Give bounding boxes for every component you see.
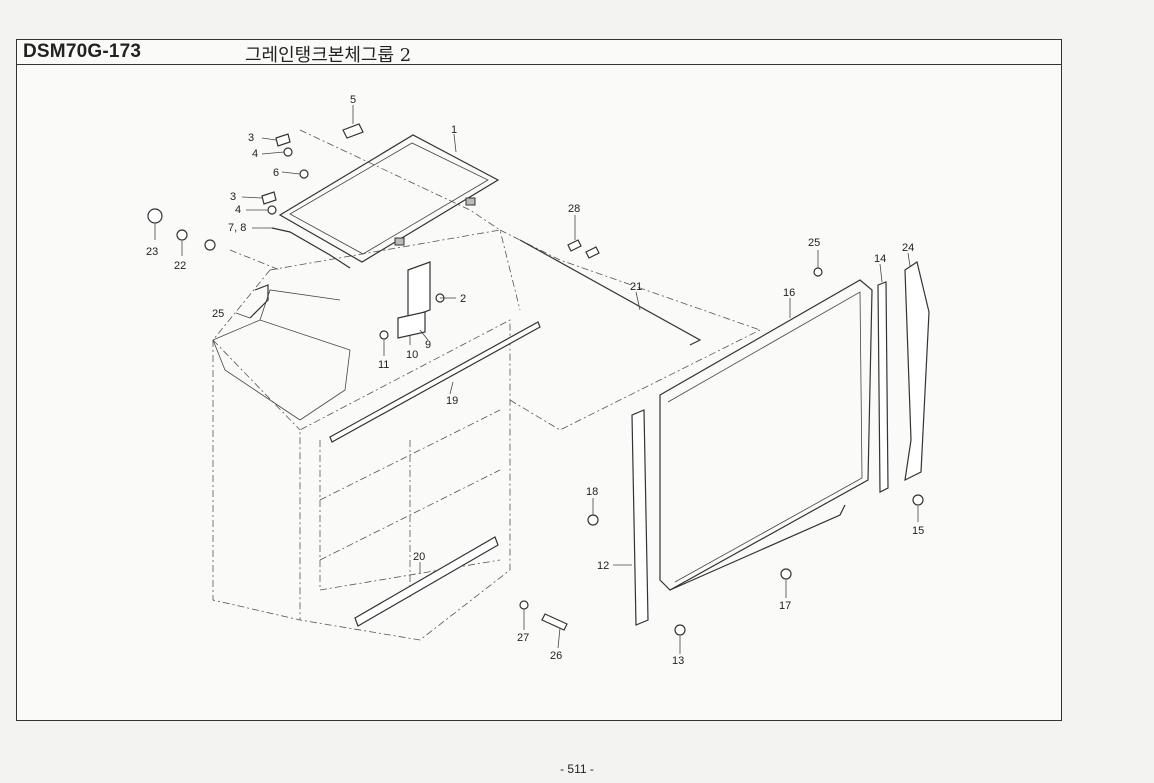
- part-washer-22: [176, 229, 188, 241]
- part-seal-7-8: [271, 227, 351, 269]
- callout-9: 9: [425, 339, 431, 351]
- part-bolt-13: [674, 624, 686, 636]
- part-bolt-18: [587, 514, 599, 526]
- part-washer-22b: [204, 239, 216, 251]
- part-bolt-26: [541, 613, 568, 631]
- part-strip-20: [354, 536, 499, 627]
- part-strip-14: [877, 281, 889, 493]
- part-rod-21: [519, 239, 702, 346]
- part-nut-4a: [283, 147, 293, 157]
- callout-22: 22: [174, 260, 186, 272]
- callout-12: 12: [597, 560, 609, 572]
- page-number: - 511 -: [560, 762, 594, 776]
- part-cover-24: [904, 261, 930, 482]
- callout-24: 24: [902, 242, 914, 254]
- callout-6: 6: [273, 167, 279, 179]
- callout-14: 14: [874, 253, 886, 265]
- part-plate-10: [397, 311, 426, 339]
- part-panel-16: [659, 279, 873, 591]
- callout-2: 2: [460, 293, 466, 305]
- callout-3b: 3: [230, 191, 236, 203]
- part-bolt-15: [912, 494, 924, 506]
- part-bolt-28b: [585, 246, 600, 259]
- callout-16: 16: [783, 287, 795, 299]
- group-title: 그레인탱크본체그룹 2: [245, 45, 412, 66]
- callout-7-8: 7, 8: [228, 222, 246, 234]
- callout-15: 15: [912, 525, 924, 537]
- callout-25a: 25: [212, 308, 224, 320]
- part-nut-6: [299, 169, 309, 179]
- part-nut-4b: [267, 205, 277, 215]
- part-bracket-25a: [249, 284, 269, 319]
- callout-11: 11: [378, 359, 389, 371]
- callout-25b: 25: [808, 237, 820, 249]
- part-latch-5: [342, 123, 364, 139]
- callout-20: 20: [413, 551, 425, 563]
- callout-18: 18: [586, 486, 598, 498]
- part-bolt-11: [379, 330, 389, 340]
- part-washer-27: [519, 600, 529, 610]
- part-bracket-3a: [275, 133, 291, 147]
- part-nut-25b: [813, 267, 823, 277]
- callout-21: 21: [630, 281, 642, 293]
- part-plate-9: [407, 261, 431, 319]
- callout-3a: 3: [248, 132, 254, 144]
- callout-4a: 4: [252, 148, 258, 160]
- part-bolt-28: [567, 239, 582, 252]
- callout-23: 23: [146, 246, 158, 258]
- callout-17: 17: [779, 600, 791, 612]
- part-bolt-17: [780, 568, 792, 580]
- part-nut-23: [147, 208, 163, 224]
- model-code: DSM70G-173: [23, 41, 142, 62]
- callout-13: 13: [672, 655, 684, 667]
- callout-labels: 1 2 3 3 4 4 5 6 7, 8 9 10 11 12 13 14 15…: [146, 94, 924, 667]
- part-strip-19: [329, 321, 541, 443]
- callout-4b: 4: [235, 204, 241, 216]
- callout-5: 5: [350, 94, 356, 106]
- part-strip-12: [631, 409, 649, 626]
- title-bar: DSM70G-173 그레인탱크본체그룹 2: [17, 40, 1061, 66]
- callout-27: 27: [517, 632, 529, 644]
- diagram-frame: DSM70G-173 그레인탱크본체그룹 2: [16, 39, 1062, 721]
- callout-1: 1: [451, 124, 457, 136]
- callout-10: 10: [406, 349, 418, 361]
- tank-side-panel: [212, 289, 351, 421]
- leader-lines: [154, 105, 919, 654]
- callout-26: 26: [550, 650, 562, 662]
- callout-28: 28: [568, 203, 580, 215]
- part-frame-1: [278, 134, 500, 263]
- callout-19: 19: [446, 395, 458, 407]
- tank-body-outline: [212, 129, 761, 641]
- part-bracket-3b: [261, 191, 277, 205]
